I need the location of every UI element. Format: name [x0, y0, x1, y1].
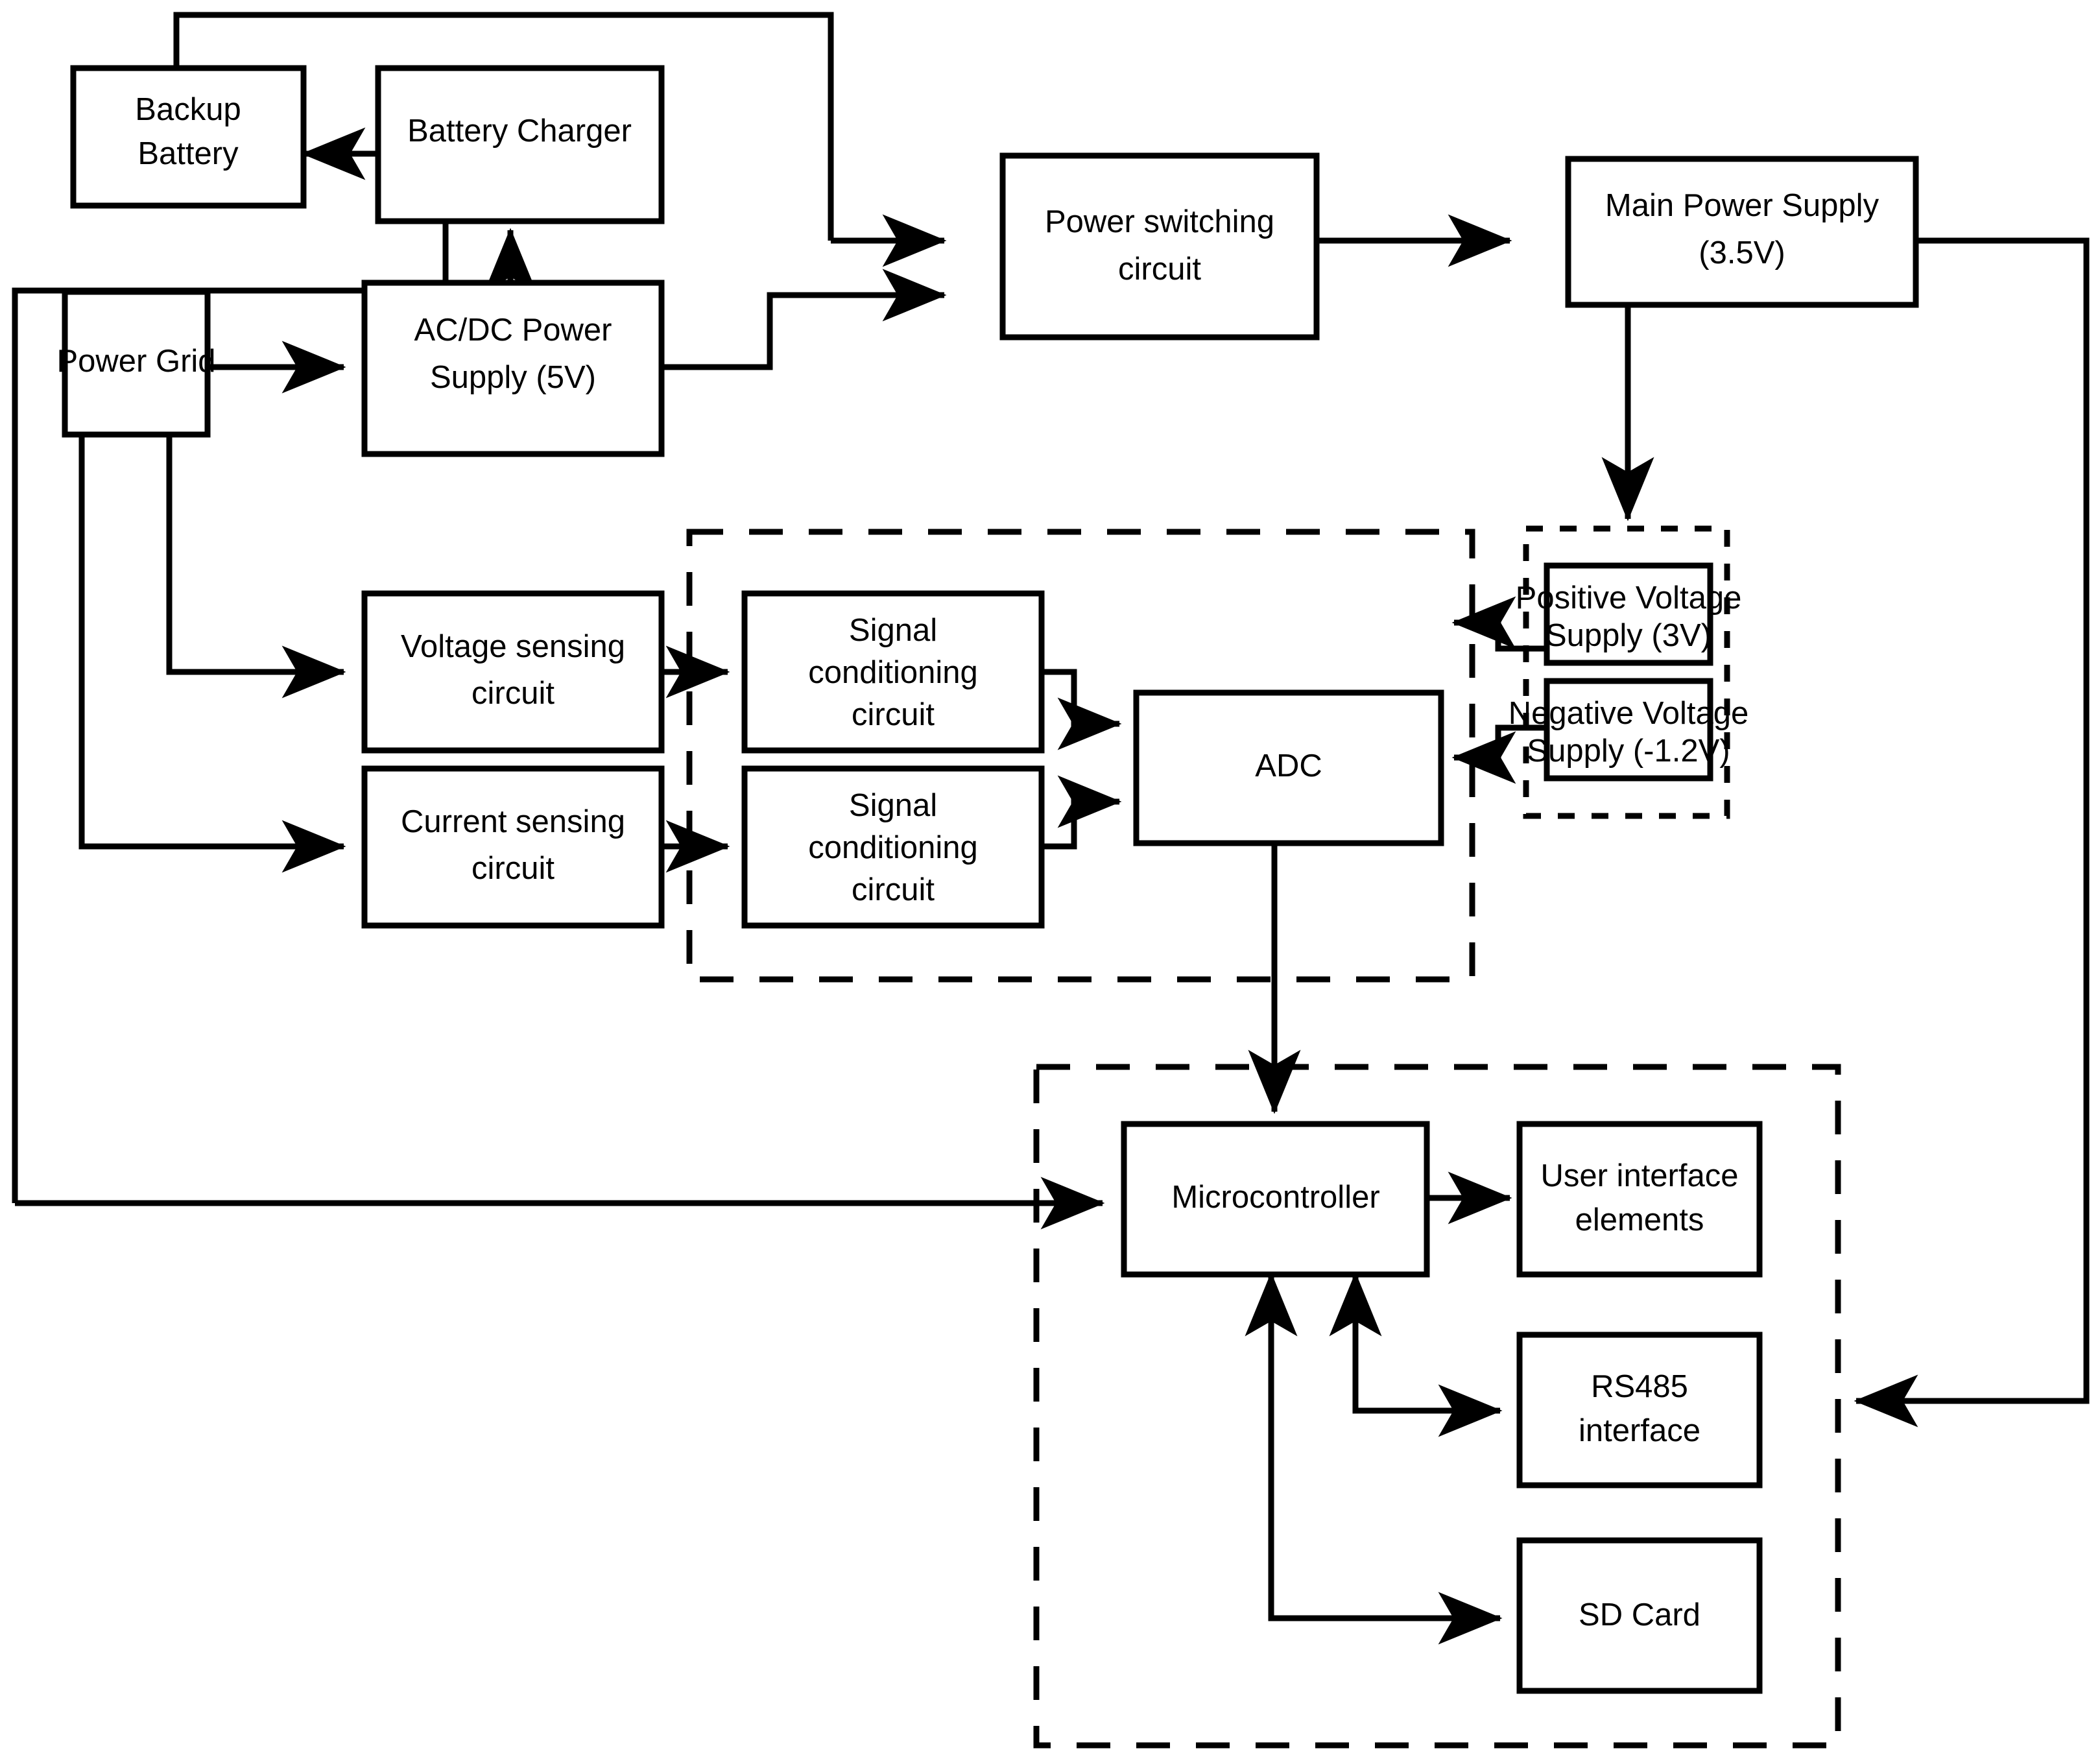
- wire-negative-supply-out: [1451, 724, 1547, 784]
- power-grid-label: Power Grid: [56, 344, 215, 379]
- signal-cond-2-label-line3: circuit: [852, 872, 935, 907]
- main-power-supply-label-line2: (3.5V): [1699, 235, 1785, 270]
- block-power-grid[interactable]: Power Grid: [56, 289, 216, 438]
- wire-positive-supply-out: [1451, 596, 1547, 652]
- wire-signal-cond-2-to-adc: [1042, 775, 1122, 850]
- signal-cond-1-label-line3: circuit: [852, 697, 935, 732]
- current-sensing-label-line2: circuit: [471, 851, 555, 886]
- wire-signal-cond-1-to-adc: [1042, 669, 1122, 750]
- group-voltage-supplies: [1523, 525, 1730, 819]
- block-main-power-supply[interactable]: Main Power Supply (3.5V): [1565, 156, 1919, 308]
- battery-charger-label: Battery Charger: [407, 114, 632, 149]
- block-power-switching-circuit[interactable]: Power switching circuit: [999, 152, 1320, 341]
- block-backup-battery[interactable]: Backup Battery: [70, 65, 307, 209]
- block-sd-card[interactable]: SD Card: [1516, 1537, 1763, 1694]
- wire-power-grid-to-current-sensing: [78, 305, 346, 873]
- acdc-label-line1: AC/DC Power: [414, 313, 612, 348]
- block-battery-charger[interactable]: Battery Charger: [375, 65, 665, 224]
- wire-microcontroller-to-sd-card: [1268, 1265, 1503, 1645]
- block-current-sensing-circuit[interactable]: Current sensing circuit: [361, 765, 665, 929]
- user-interface-label-line2: elements: [1575, 1202, 1704, 1237]
- signal-cond-2-label-line1: Signal: [849, 788, 937, 823]
- block-negative-voltage-supply[interactable]: Negative Voltage Supply (-1.2V): [1509, 678, 1749, 782]
- sd-card-label: SD Card: [1579, 1597, 1700, 1632]
- group-analog-front-end: [686, 529, 1475, 983]
- rs485-label-line2: interface: [1579, 1413, 1700, 1448]
- wire-microcontroller-to-rs485: [1352, 1265, 1503, 1437]
- positive-supply-label-line1: Positive Voltage: [1516, 580, 1742, 616]
- wire-charger-bottom-to-left-rail: [12, 221, 449, 1203]
- signal-cond-1-label-line1: Signal: [849, 613, 937, 648]
- power-switching-label-line1: Power switching: [1045, 204, 1274, 239]
- wire-main-supply-right-rail: [1854, 237, 2090, 1428]
- acdc-label-line2: Supply (5V): [430, 360, 596, 395]
- backup-battery-label-line2: Battery: [137, 136, 239, 171]
- signal-cond-1-label-line2: conditioning: [808, 655, 978, 690]
- negative-supply-label-line1: Negative Voltage: [1509, 696, 1749, 731]
- group-digital-section: [1033, 1064, 1841, 1749]
- positive-supply-label-line2: Supply (3V): [1545, 618, 1712, 653]
- adc-label: ADC: [1255, 748, 1322, 783]
- negative-supply-label-line2: Supply (-1.2V): [1527, 734, 1730, 769]
- microcontroller-label: Microcontroller: [1171, 1180, 1379, 1215]
- block-positive-voltage-supply[interactable]: Positive Voltage Supply (3V): [1516, 562, 1742, 666]
- user-interface-label-line1: User interface: [1540, 1158, 1738, 1193]
- block-acdc-power-supply[interactable]: AC/DC Power Supply (5V): [361, 280, 665, 457]
- block-adc[interactable]: ADC: [1133, 689, 1444, 846]
- wire-acdc-to-power-switching: [662, 269, 947, 370]
- block-rs485-interface[interactable]: RS485 interface: [1516, 1332, 1763, 1488]
- main-power-supply-label-line1: Main Power Supply: [1605, 188, 1879, 223]
- wire-backup-battery-to-power-switching: [173, 12, 834, 241]
- current-sensing-label-line1: Current sensing: [401, 804, 625, 839]
- backup-battery-label-line1: Backup: [135, 92, 241, 127]
- block-signal-conditioning-2[interactable]: Signal conditioning circuit: [741, 765, 1045, 929]
- block-user-interface-elements[interactable]: User interface elements: [1516, 1121, 1763, 1278]
- signal-cond-2-label-line2: conditioning: [808, 830, 978, 865]
- rs485-label-line1: RS485: [1591, 1369, 1688, 1404]
- block-voltage-sensing-circuit[interactable]: Voltage sensing circuit: [361, 590, 665, 754]
- voltage-sensing-label-line2: circuit: [471, 676, 555, 711]
- power-switching-label-line2: circuit: [1118, 252, 1201, 287]
- block-microcontroller[interactable]: Microcontroller: [1121, 1121, 1430, 1278]
- voltage-sensing-label-line1: Voltage sensing: [401, 629, 625, 664]
- block-signal-conditioning-1[interactable]: Signal conditioning circuit: [741, 590, 1045, 754]
